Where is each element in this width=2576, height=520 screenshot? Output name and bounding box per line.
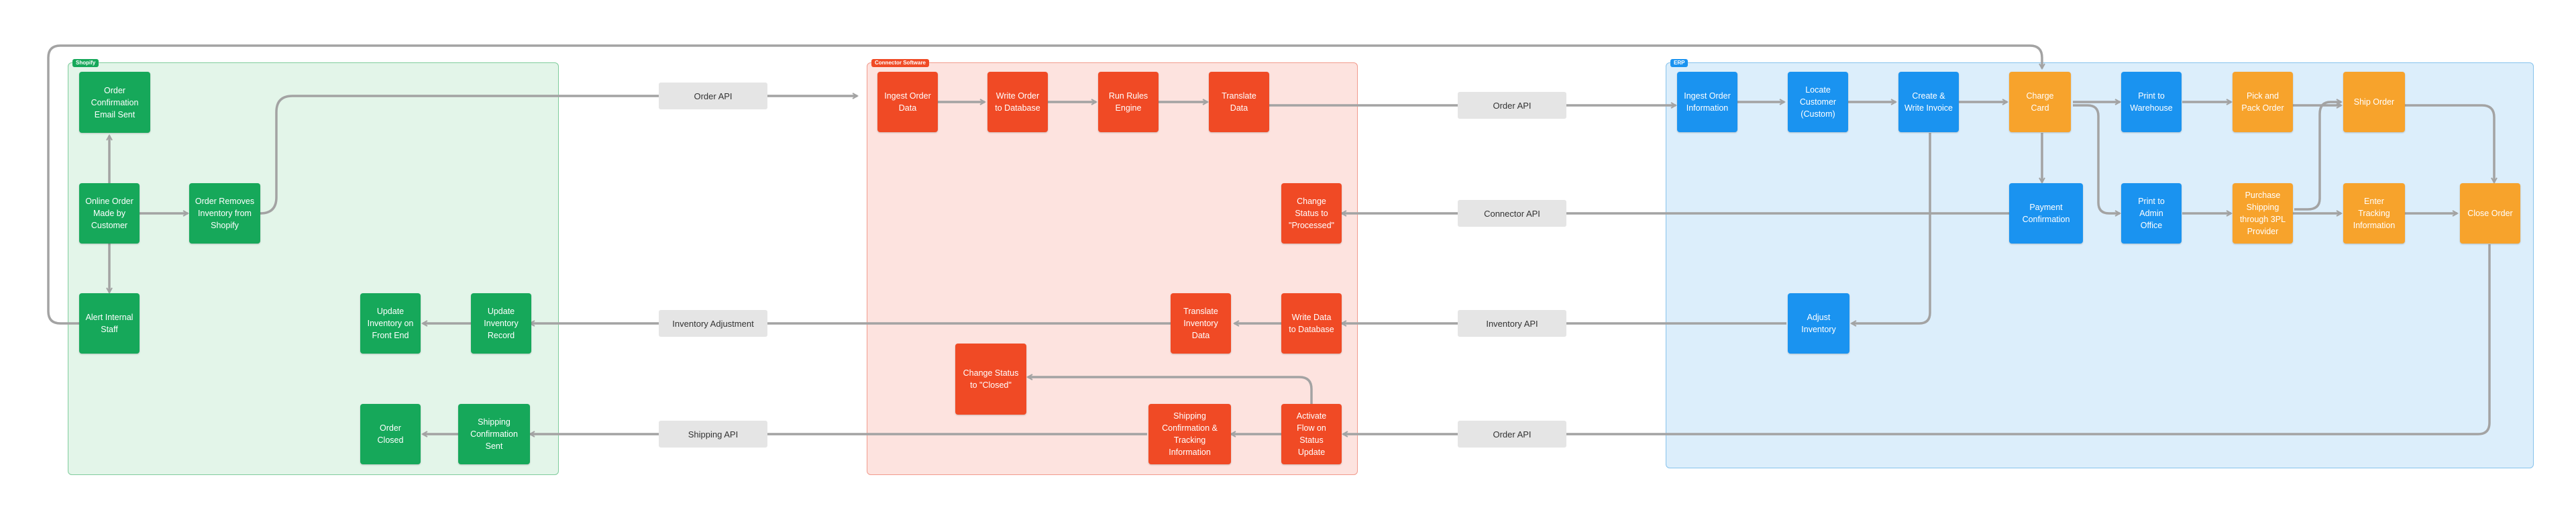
node-shipping-confirmation-sent[interactable]: Shipping Confirmation Sent — [458, 404, 530, 464]
node-payment-confirmation[interactable]: Payment Confirmation — [2009, 183, 2083, 244]
node-ship-order[interactable]: Ship Order — [2343, 72, 2405, 132]
node-purchase-shipping[interactable]: Purchase Shipping through 3PL Provider — [2233, 183, 2293, 244]
arrow-purchase-to-ship — [2294, 102, 2341, 211]
node-online-order[interactable]: Online Order Made by Customer — [79, 183, 140, 244]
node-order-closed[interactable]: Order Closed — [360, 404, 421, 464]
node-ingest-order-data[interactable]: Ingest Order Data — [877, 72, 938, 132]
label-inventory-adjustment: Inventory Adjustment — [659, 310, 767, 337]
node-shipping-tracking-info[interactable]: Shipping Confirmation & Tracking Informa… — [1148, 404, 1231, 464]
node-alert-internal-staff[interactable]: Alert Internal Staff — [79, 293, 140, 354]
node-update-inventory-front-end[interactable]: Update Inventory on Front End — [360, 293, 421, 354]
node-pick-pack[interactable]: Pick and Pack Order — [2233, 72, 2293, 132]
label-order-api-3: Order API — [1458, 421, 1566, 448]
node-enter-tracking[interactable]: Enter Tracking Information — [2343, 183, 2405, 244]
zone-connector: Connector Software — [867, 59, 1358, 475]
label-order-api-1: Order API — [659, 83, 767, 109]
arrow-alert-to-charge — [47, 44, 2042, 325]
node-print-admin[interactable]: Print to Admin Office — [2121, 183, 2182, 244]
node-activate-flow[interactable]: Activate Flow on Status Update — [1281, 404, 1342, 464]
node-create-write-invoice[interactable]: Create & Write Invoice — [1898, 72, 1959, 132]
node-adjust-inventory[interactable]: Adjust Inventory — [1788, 293, 1849, 354]
node-order-removes-inventory[interactable]: Order Removes Inventory from Shopify — [189, 183, 260, 244]
node-translate-data[interactable]: Translate Data — [1209, 72, 1269, 132]
node-order-confirmation-email[interactable]: Order Confirmation Email Sent — [79, 72, 150, 133]
arrow-charge-to-admin — [2073, 104, 2120, 213]
arrow-close-to-activate — [1343, 244, 2491, 434]
node-ingest-order-info[interactable]: Ingest Order Information — [1677, 72, 1737, 132]
node-change-status-processed[interactable]: Change Status to "Processed" — [1281, 183, 1342, 244]
arrow-create-to-adjust — [1851, 133, 1931, 323]
node-close-order[interactable]: Close Order — [2460, 183, 2520, 244]
arrow-ship-to-close — [2405, 104, 2494, 183]
node-change-status-closed[interactable]: Change Status to "Closed" — [955, 344, 1026, 415]
node-run-rules-engine[interactable]: Run Rules Engine — [1098, 72, 1159, 132]
label-shipping-api: Shipping API — [659, 421, 767, 448]
zone-shopify-tag: Shopify — [72, 59, 99, 67]
label-connector-api: Connector API — [1458, 200, 1566, 227]
arrow-activate-to-closed — [1028, 377, 1313, 404]
node-locate-customer[interactable]: Locate Customer (Custom) — [1788, 72, 1848, 132]
node-print-warehouse[interactable]: Print to Warehouse — [2121, 72, 2182, 132]
zone-erp-tag: ERP — [1670, 59, 1688, 67]
node-write-data-db[interactable]: Write Data to Database — [1281, 293, 1342, 354]
label-inventory-api: Inventory API — [1458, 310, 1566, 337]
node-write-order-db[interactable]: Write Order to Database — [987, 72, 1048, 132]
node-update-inventory-record[interactable]: Update Inventory Record — [471, 293, 531, 354]
node-charge-card[interactable]: Charge Card — [2009, 72, 2071, 132]
node-translate-inventory-data[interactable]: Translate Inventory Data — [1171, 293, 1231, 354]
label-order-api-2: Order API — [1458, 92, 1566, 119]
arrow-remove-to-ingest — [260, 96, 857, 215]
zone-connector-tag: Connector Software — [871, 59, 930, 67]
